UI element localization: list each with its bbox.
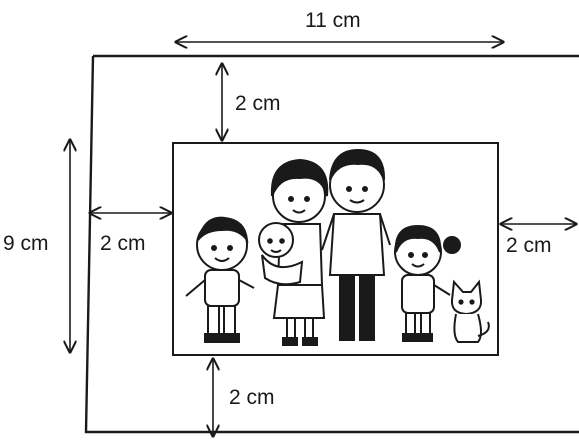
left-margin-label: 2 cm	[100, 232, 146, 255]
width-label: 11 cm	[305, 9, 361, 32]
height-label: 9 cm	[3, 232, 49, 255]
bottom-margin-label: 2 cm	[229, 386, 275, 409]
boy-figure	[185, 216, 255, 343]
father-figure	[321, 148, 391, 341]
girl-figure	[394, 224, 461, 342]
top-margin-label: 2 cm	[235, 92, 281, 115]
cat-figure	[450, 279, 490, 343]
right-margin-label: 2 cm	[506, 234, 552, 257]
family-illustration	[185, 148, 490, 346]
outer-frame	[84, 54, 579, 434]
baby-figure	[258, 222, 304, 286]
